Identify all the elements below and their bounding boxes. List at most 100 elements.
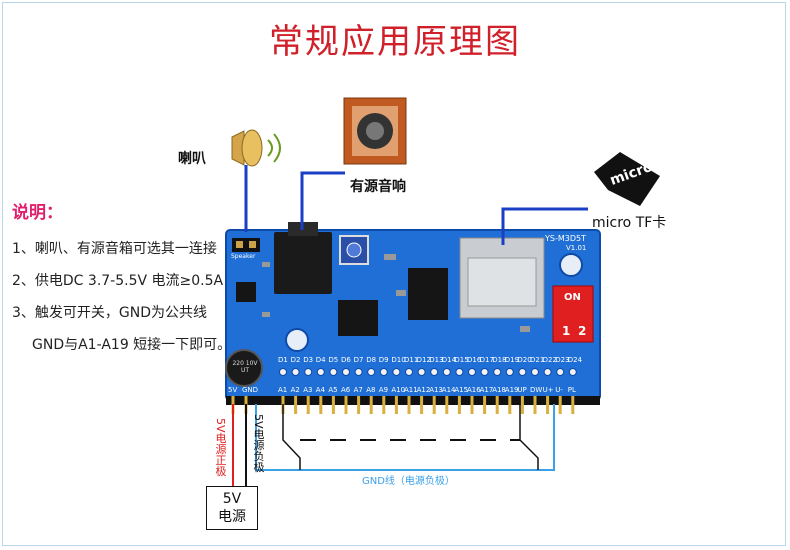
bottom-pin-label: A4	[315, 386, 326, 394]
bottom-pin-label: A18	[492, 386, 506, 394]
dip-switch	[552, 285, 594, 343]
bottom-pin-label: A16	[467, 386, 481, 394]
header-pin	[533, 396, 537, 414]
top-pin-label: D14	[441, 356, 457, 364]
microsd-icon: micro	[594, 152, 660, 206]
top-pin-label: D2	[290, 356, 301, 364]
bottom-pin-label: DW	[530, 386, 543, 394]
header-pin	[294, 396, 298, 414]
bottom-pin-label: A10	[391, 386, 406, 394]
top-pin-label: D17	[479, 356, 494, 364]
bottom-pin-label: A11	[404, 386, 418, 394]
top-pin-label: D8	[366, 356, 377, 364]
header-pin	[382, 396, 386, 414]
top-pin-hole	[304, 368, 313, 376]
header-pin	[457, 396, 461, 414]
header-pin	[445, 396, 449, 414]
speaker-icon	[231, 129, 281, 167]
bottom-pin-label: A3	[303, 386, 313, 394]
tf-card-label: micro TF卡	[592, 215, 667, 231]
top-pin-label: D21	[530, 356, 545, 364]
top-pin-hole	[518, 368, 527, 376]
bottom-pin-label: A17	[479, 386, 494, 394]
header-pin	[520, 396, 524, 414]
bottom-pin-label: A15	[454, 386, 469, 394]
top-pin-hole	[417, 368, 426, 376]
top-pin-label: D7	[353, 356, 364, 364]
header-pin	[470, 396, 474, 414]
top-pin-label: D9	[378, 356, 389, 364]
bottom-pin-label: A13	[429, 386, 443, 394]
note-line-1: 1、喇叭、有源音箱可选其一连接	[12, 241, 217, 257]
sound-box-icon	[343, 97, 407, 165]
top-pin-label: D19	[504, 356, 520, 364]
top-pin-label: D24	[567, 356, 583, 364]
dip-on-label: ON	[564, 292, 581, 303]
header-pin	[432, 396, 436, 414]
top-pin-label: D18	[492, 356, 507, 364]
top-pin-hole	[493, 368, 502, 376]
top-pin-label: D4	[315, 356, 326, 364]
top-pin-label: D16	[467, 356, 482, 364]
top-pin-hole	[468, 368, 476, 376]
board-model: YS-M3D5T	[545, 234, 586, 243]
header-pin	[407, 396, 411, 414]
audio-jack	[274, 232, 332, 294]
mount-hole-left	[285, 328, 309, 352]
header-pin	[394, 396, 398, 414]
negative-label: 5V电源负极	[252, 414, 265, 473]
top-pin-label: D1	[278, 356, 288, 364]
switch-right	[519, 404, 539, 470]
bottom-pin-label: A9	[378, 386, 389, 394]
top-pin-hole	[279, 368, 287, 376]
top-pin-label: D10	[391, 356, 406, 364]
top-pin-hole	[556, 368, 565, 376]
bottom-pin-label: A6	[341, 386, 351, 394]
bottom-pin-label: A12	[416, 386, 431, 394]
bottom-pin-label: A2	[290, 386, 300, 394]
top-pin-hole	[392, 368, 401, 376]
top-pin-label: D12	[416, 356, 431, 364]
bottom-pin-label: A1	[278, 386, 288, 394]
top-pin-label: D23	[555, 356, 570, 364]
bottom-pin-label: A19	[504, 386, 519, 394]
top-pin-label: D22	[542, 356, 557, 364]
header-pin	[369, 396, 373, 414]
top-pin-hole	[531, 368, 539, 376]
top-pin-row	[279, 368, 577, 376]
top-pin-hole	[505, 368, 514, 376]
switch-left	[282, 404, 301, 470]
top-pin-hole	[354, 368, 363, 376]
capacitor-label: 220 10V UT	[232, 360, 258, 374]
top-pin-label: D11	[404, 356, 419, 364]
top-pin-hole	[543, 368, 552, 376]
gnd-wire	[255, 404, 555, 471]
header-pin	[331, 396, 335, 414]
top-pin-hole	[455, 368, 464, 376]
bottom-pin-label: U-	[555, 386, 563, 394]
top-pin-label: D15	[454, 356, 469, 364]
page-title: 常规应用原理图	[269, 22, 521, 62]
header-pin	[495, 396, 499, 414]
header-pin	[546, 396, 550, 414]
header-pin	[344, 396, 348, 414]
top-pin-label: D6	[341, 356, 351, 364]
top-pin-label: D5	[328, 356, 339, 364]
chip-u2	[236, 282, 256, 302]
dip-1-label: 1	[562, 324, 571, 338]
bottom-pin-label: A5	[328, 386, 338, 394]
header-pin	[571, 396, 575, 414]
amp-chip	[408, 268, 448, 320]
header-pin	[483, 396, 487, 414]
sound-box-label: 有源音响	[350, 179, 406, 195]
header-pin	[357, 396, 361, 414]
supply-line-1: 5V	[222, 491, 242, 507]
bottom-pin-label: A7	[353, 386, 363, 394]
mount-hole-right	[559, 253, 583, 277]
top-pin-hole	[329, 368, 338, 376]
dip-2-label: 2	[578, 324, 587, 338]
bottom-pin-label: UP	[517, 386, 527, 394]
header-pin	[306, 396, 310, 414]
